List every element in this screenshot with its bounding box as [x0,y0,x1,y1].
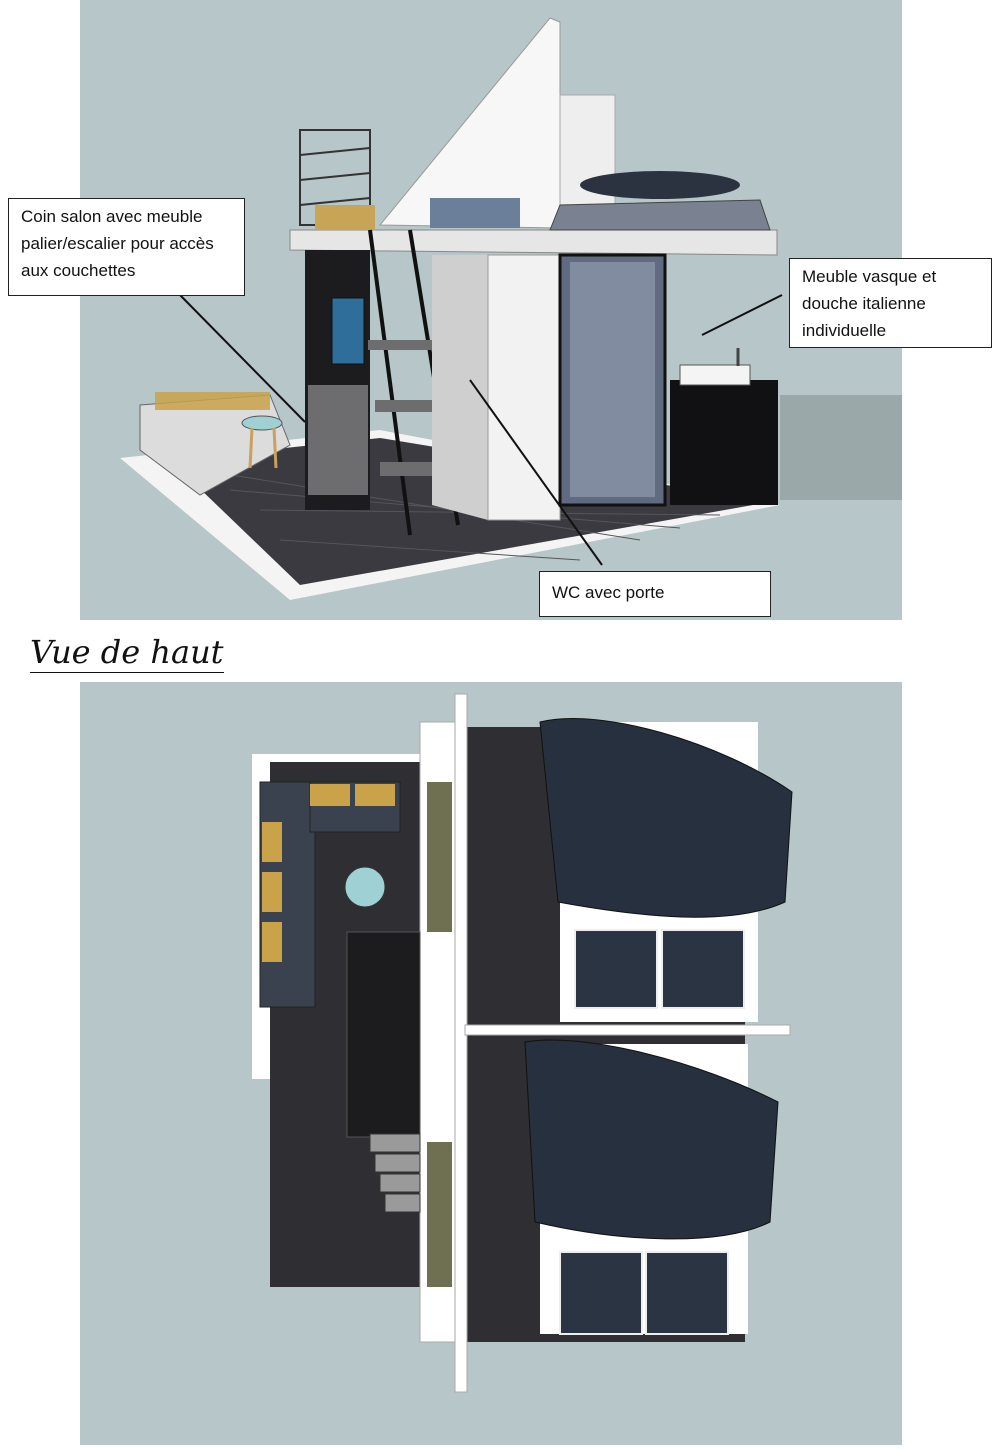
books-left [315,205,375,230]
loft-bedding [580,171,740,199]
perspective-illustration [80,0,902,620]
round-table-top [344,866,386,908]
bed-divider [464,1024,791,1036]
stairs-top [369,1133,421,1213]
cabinet-top [346,931,421,1138]
pointer-arrows [179,294,783,566]
perspective-view [80,0,902,620]
cabinet-doors [308,385,368,495]
duvet-lower [524,1039,779,1240]
duvet-upper [539,718,793,918]
sofa-cushions-top [262,784,395,962]
shelf-upper [427,782,452,932]
washbasin [679,364,751,386]
top-view-illustration [80,682,902,1445]
wc-speckled-wall [432,255,488,520]
sofa-cushions [155,392,270,410]
wc-block [487,254,561,521]
tv-screen [331,297,365,365]
central-wall-edge [454,693,468,1393]
callout-vasque: Meuble vasque et douche italienne indivi… [789,258,992,348]
callout-salon: Coin salon avec meuble palier/escalier p… [8,198,245,296]
pillows-lower [559,1251,729,1335]
section-title-top-view: Vue de haut [30,633,224,673]
shadow [780,395,902,500]
side-table [241,415,283,431]
pillows-upper [574,929,745,1009]
books-right [430,198,520,228]
vanity-unit [670,380,778,505]
loft-bed-frame [549,199,771,231]
shelf-lower [427,1142,452,1287]
top-view [80,682,902,1445]
callout-wc: WC avec porte [539,571,771,617]
